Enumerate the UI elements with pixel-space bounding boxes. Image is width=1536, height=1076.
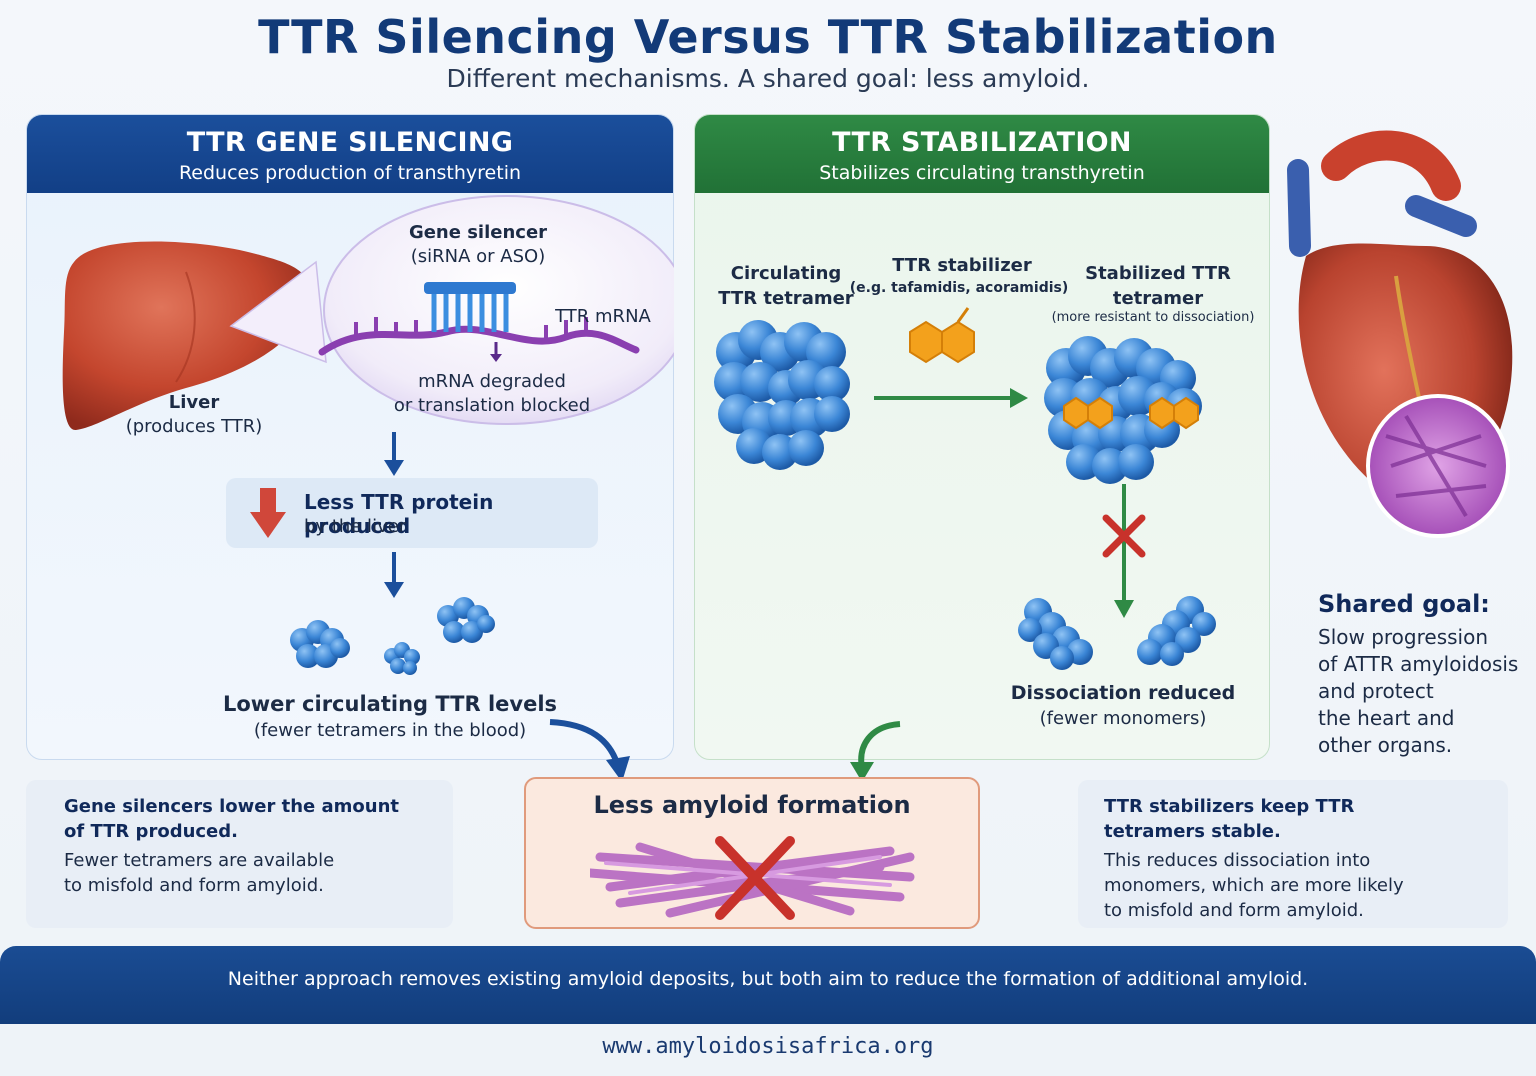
gene-silencer-sublabel: (siRNA or ASO) (410, 246, 546, 267)
gene-silencer-molecule (424, 282, 516, 332)
mrna-degraded-label: mRNA degraded (418, 371, 566, 392)
mrna-strand (318, 325, 640, 356)
gene-silencer-label: Gene silencer (408, 222, 548, 243)
stabilizer-summary-box: TTR stabilizers keep TTR tetramers stabl… (1078, 780, 1508, 928)
less-protein-sublabel: by the liver (304, 516, 407, 537)
less-protein-box: Less TTR protein produced by the liver (226, 478, 598, 548)
dissociation-label: Dissociation reduced (1010, 682, 1236, 704)
stabilization-subtitle: Stabilizes circulating transthyretin (819, 162, 1145, 184)
arrow-right (874, 388, 1028, 408)
silencer-summary-text: Fewer tetramers are available to misfold… (64, 850, 335, 896)
shared-goal-text: Slow progression of ATTR amyloidosis and… (1318, 625, 1519, 757)
stabilizer-summary-bold: TTR stabilizers keep TTR tetramers stabl… (1104, 796, 1355, 842)
lower-levels-sublabel: (fewer tetramers in the blood) (253, 720, 527, 741)
stabilization-header: TTR STABILIZATION Stabilizes circulating… (695, 115, 1269, 193)
gene-silencing-subtitle: Reduces production of transthyretin (178, 162, 522, 184)
stabilizer-molecule-icon (909, 307, 975, 364)
stabilized-tetramer-label: tetramer (1112, 288, 1204, 309)
red-down-arrow-icon (250, 488, 286, 538)
website-link[interactable]: www.amyloidosisafrica.org (602, 1034, 934, 1059)
heart-illustration (1287, 130, 1513, 538)
circulating-ttr-protein (290, 597, 495, 675)
dissociation-sublabel: (fewer monomers) (1039, 708, 1207, 729)
shared-goal: Shared goal: Slow progression of ATTR am… (1318, 590, 1528, 759)
stabilized-note-label: (more resistant to dissociation) (1051, 310, 1255, 325)
lower-levels-label: Lower circulating TTR levels (222, 692, 558, 716)
liver-label: Liver (168, 392, 220, 413)
less-protein-label: Less TTR protein produced (304, 490, 494, 538)
monomer-pair (1018, 596, 1216, 670)
translation-blocked-label: or translation blocked (393, 395, 591, 416)
circulating-sublabel: TTR tetramer (718, 288, 854, 309)
shared-goal-title: Shared goal: (1318, 590, 1490, 618)
page-subtitle: Different mechanisms. A shared goal: les… (446, 64, 1090, 93)
mrna-zoom-bubble (323, 195, 674, 425)
stabilization-title: TTR STABILIZATION (832, 127, 1132, 158)
liver-image (62, 241, 310, 431)
gene-silencing-illustration (62, 195, 674, 675)
arrow-down-1 (384, 432, 404, 476)
stabilizer-examples-label: (e.g. tafamidis, acoramidis) (849, 280, 1069, 296)
silencer-summary-bold: Gene silencers lower the amount of TTR p… (64, 796, 399, 842)
page-title: TTR Silencing Versus TTR Stabilization (258, 10, 1278, 64)
footer-note: Neither approach removes existing amyloi… (0, 946, 1536, 1024)
gene-silencing-title: TTR GENE SILENCING (186, 127, 514, 158)
arrow-down-blocked (1114, 484, 1134, 618)
stabilization-illustration (714, 307, 1216, 670)
bound-stabilizer-icon (1063, 396, 1199, 430)
silencer-summary-box: Gene silencers lower the amount of TTR p… (26, 780, 453, 928)
arrow-down-2 (384, 552, 404, 598)
stabilizer-label: TTR stabilizer (892, 255, 1032, 276)
gene-silencing-header: TTR GENE SILENCING Reduces production of… (27, 115, 673, 193)
converging-arrows (549, 719, 901, 782)
red-cross-icon (715, 836, 795, 920)
less-amyloid-box: Less amyloid formation (524, 777, 980, 929)
liver-sublabel: (produces TTR) (125, 416, 263, 437)
stabilized-label: Stabilized TTR (1085, 263, 1231, 284)
stabilizer-summary-text: This reduces dissociation into monomers,… (1104, 850, 1404, 921)
blocked-cross-icon (1102, 514, 1146, 558)
ttr-mrna-label: TTR mRNA (555, 306, 651, 327)
circulating-tetramer (714, 320, 850, 470)
less-amyloid-label: Less amyloid formation (593, 791, 911, 819)
circulating-label: Circulating (730, 263, 842, 284)
amyloid-fibrils-image (590, 836, 915, 920)
